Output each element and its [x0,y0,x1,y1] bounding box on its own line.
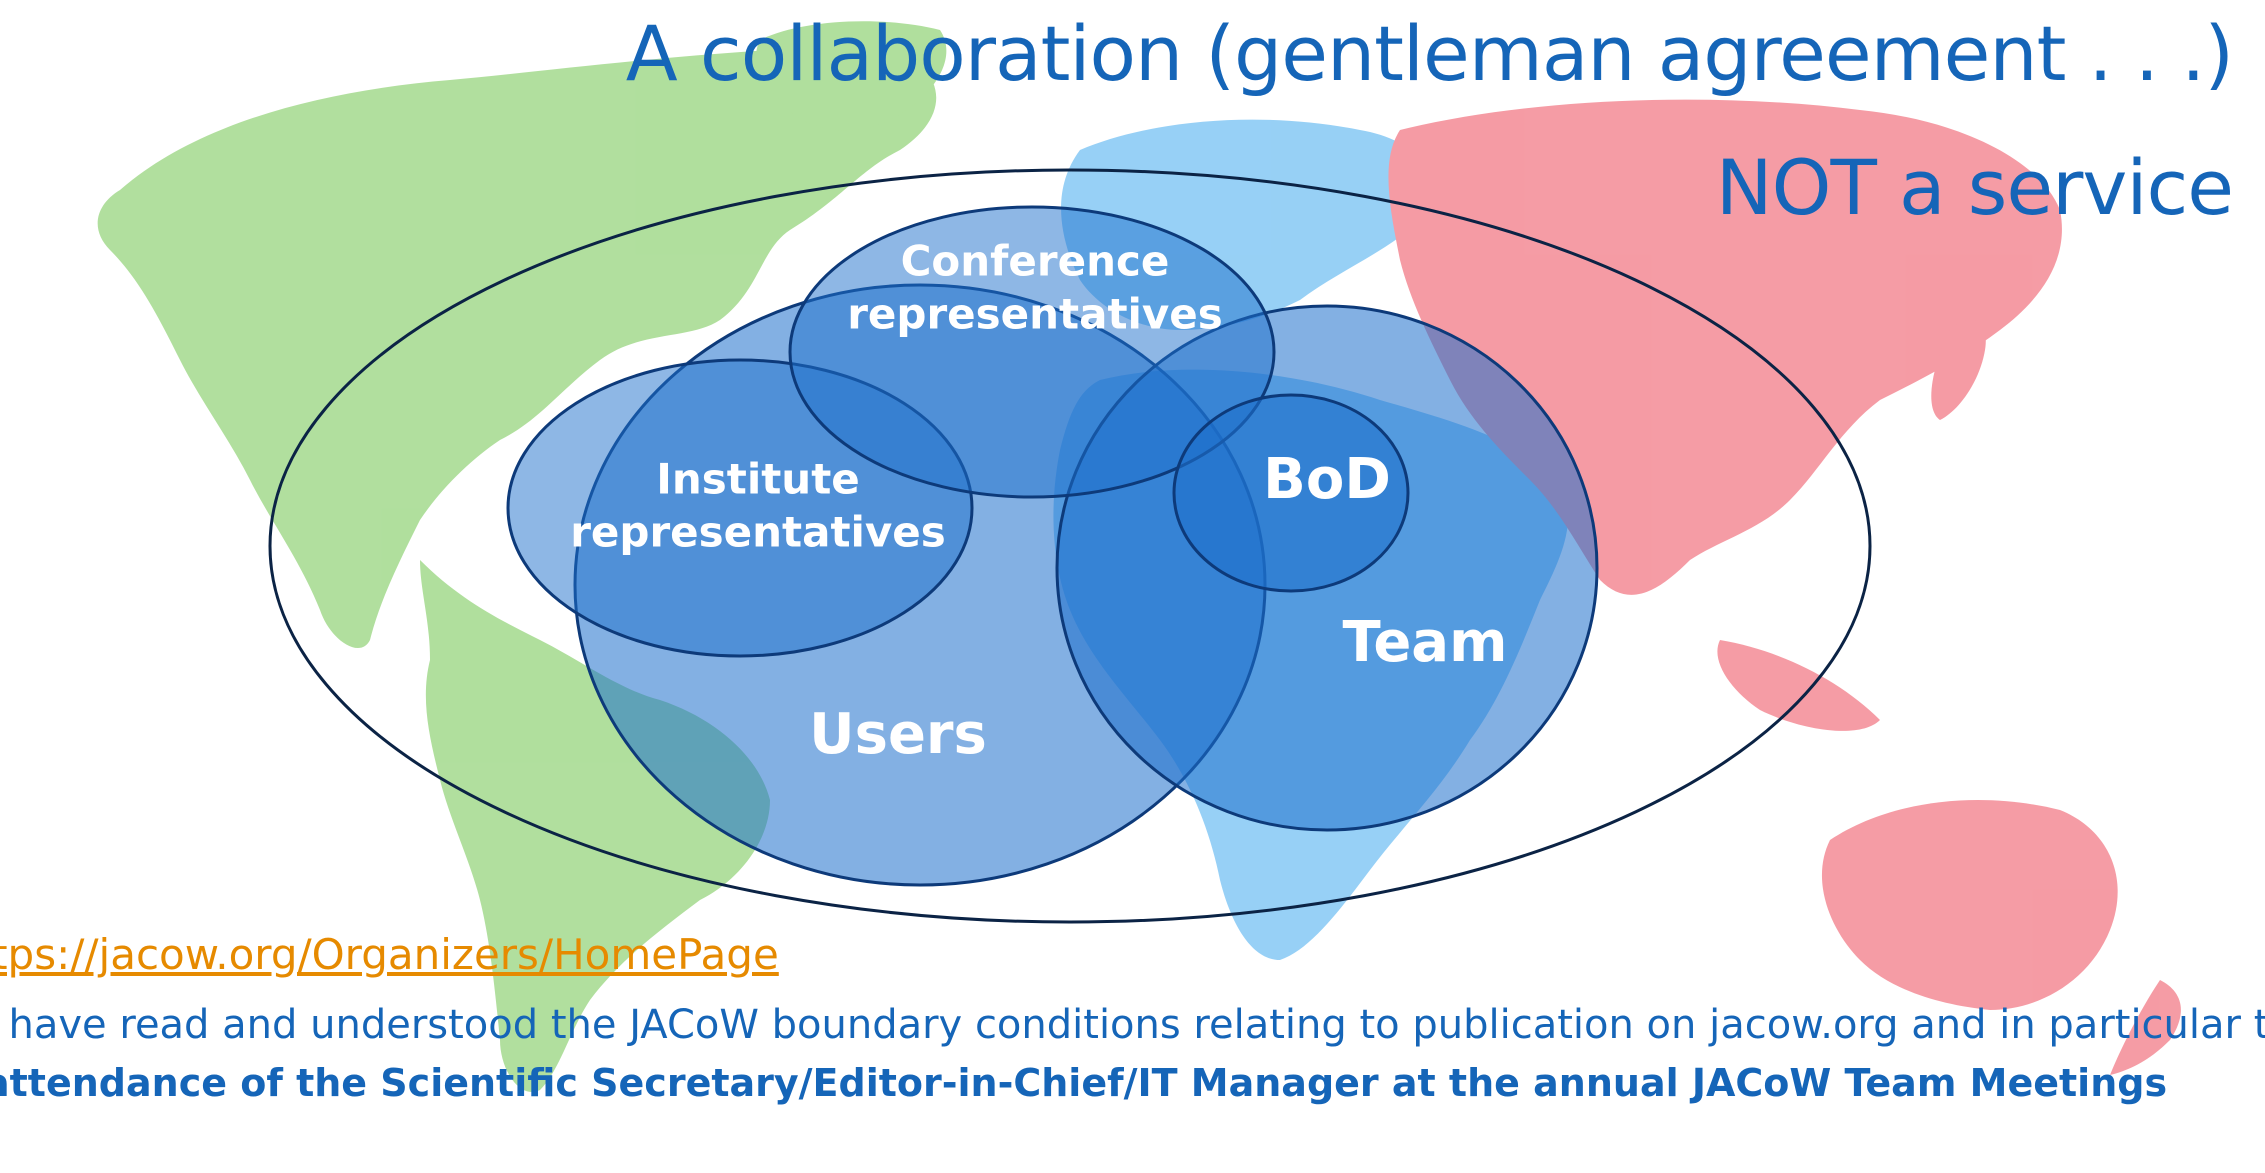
slide-subtitle: NOT a service [1715,143,2234,232]
southeast-asia-islands-shape [1717,640,1880,731]
conference-ellipse [788,205,1276,499]
boundary-conditions-text: I have read and understood the JACoW bou… [0,1002,2265,1048]
south-america-shape [420,560,770,1092]
bod-label: BoD [1263,447,1391,512]
australia-shape [1821,800,2118,1010]
venn-diagram [268,168,1872,924]
north-america-shape [97,45,937,649]
new-zealand-shape [2110,980,2181,1075]
bod-ellipse [1172,393,1410,593]
users-label: Users [809,702,987,767]
slide-title: A collaboration (gentleman agreement . .… [625,9,2234,98]
team-meetings-attendance-text: attendance of the Scientific Secretary/E… [0,1061,2168,1105]
team-label: Team [1342,610,1508,675]
greenland-shape [756,21,947,131]
outer-collaboration-ellipse [268,168,1872,924]
organizers-homepage-link[interactable]: https://jacow.org/Organizers/HomePage [0,930,779,979]
japan-shape [1931,319,1986,420]
